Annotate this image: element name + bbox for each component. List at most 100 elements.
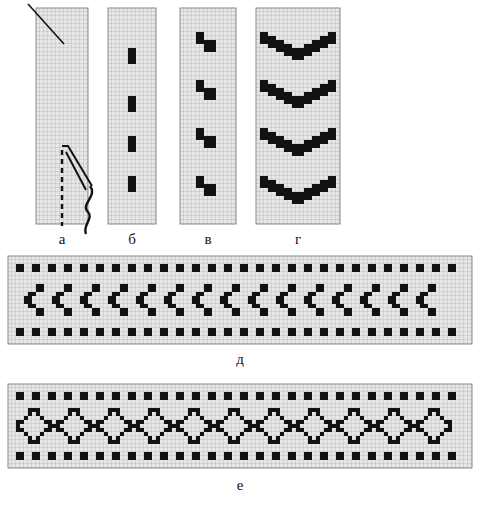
filled-cell [164,264,168,268]
filled-cell [328,36,332,40]
filled-cell [56,424,60,428]
filled-cell [176,428,180,432]
filled-cell [312,440,316,444]
filled-cell [140,300,144,304]
filled-cell [252,296,256,300]
filled-cell [312,144,316,148]
filled-cell [64,288,68,292]
filled-cell [244,420,248,424]
filled-cell [452,328,456,332]
filled-cell [80,432,84,436]
filled-cell [260,396,264,400]
filled-cell [272,264,276,268]
filled-cell [192,332,196,336]
filled-cell [68,288,72,292]
filled-cell [140,292,144,296]
filled-cell [212,392,216,396]
filled-cell [336,424,340,428]
filled-cell [48,420,52,424]
filled-cell [180,264,184,268]
filled-cell [448,268,452,272]
filled-cell [428,288,432,292]
filled-cell [272,396,276,400]
filled-cell [32,440,36,444]
filled-cell [452,392,456,396]
filled-cell [208,136,212,140]
filled-cell [320,264,324,268]
filled-cell [272,88,276,92]
filled-cell [336,456,340,460]
filled-cell [272,184,276,188]
filled-cell [128,52,132,56]
filled-cell [56,296,60,300]
filled-cell [168,304,172,308]
filled-cell [316,184,320,188]
filled-cell [448,420,452,424]
filled-cell [28,412,32,416]
filled-cell [372,308,376,312]
filled-cell [316,192,320,196]
filled-cell [124,312,128,316]
filled-cell [400,452,404,456]
filled-cell [76,412,80,416]
filled-cell [340,456,344,460]
filled-cell [200,416,204,420]
filled-cell [368,264,372,268]
filled-cell [320,40,324,44]
filled-cell [384,416,388,420]
filled-cell [332,424,336,428]
filled-cell [36,332,40,336]
filled-cell [204,140,208,144]
filled-cell [180,284,184,288]
filled-cell [92,312,96,316]
filled-cell [28,408,32,412]
filled-cell [260,312,264,316]
filled-cell [320,396,324,400]
filled-cell [400,328,404,332]
filled-cell [192,452,196,456]
filled-cell [448,452,452,456]
filled-cell [296,420,300,424]
filled-cell [32,304,36,308]
filled-cell [200,40,204,44]
filled-cell [124,288,128,292]
filled-cell [424,292,428,296]
filled-cell [192,296,196,300]
filled-cell [176,396,180,400]
filled-cell [148,396,152,400]
filled-cell [304,192,308,196]
filled-cell [208,328,212,332]
filled-cell [368,452,372,456]
filled-cell [76,440,80,444]
filled-cell [312,92,316,96]
filled-cell [36,264,40,268]
filled-cell [212,264,216,268]
filled-cell [420,304,424,308]
filled-cell [192,300,196,304]
filled-cell [372,288,376,292]
filled-cell [320,332,324,336]
filled-cell [272,136,276,140]
filled-cell [232,308,236,312]
filled-cell [260,392,264,396]
filled-cell [308,304,312,308]
filled-cell [224,268,228,272]
filled-cell [300,200,304,204]
filled-cell [288,396,292,400]
filled-cell [268,40,272,44]
filled-cell [288,140,292,144]
filled-cell [276,332,280,336]
filled-cell [236,312,240,316]
filled-cell [304,188,308,192]
filled-cell [444,428,448,432]
filled-cell [52,300,56,304]
filled-cell [296,100,300,104]
filled-cell [320,452,324,456]
filled-cell [304,100,308,104]
filled-cell [208,268,212,272]
filled-cell [28,292,32,296]
figure-letter: д [236,352,244,367]
filled-cell [116,408,120,412]
filled-cell [132,456,136,460]
filled-cell [124,284,128,288]
